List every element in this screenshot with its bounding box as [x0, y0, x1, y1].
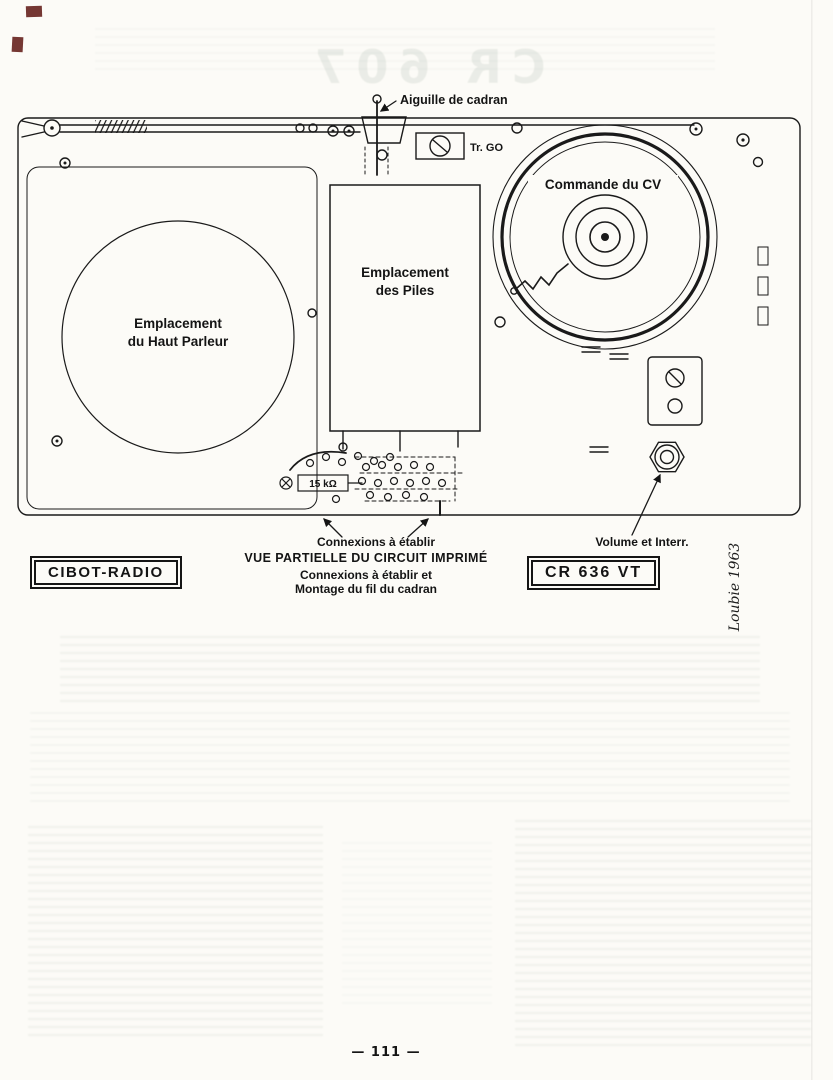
speaker-label-line2: du Haut Parleur — [128, 334, 229, 349]
bleedthrough-paragraph — [515, 820, 811, 1046]
chassis-holes — [51, 122, 769, 452]
volume-switch-nut — [649, 441, 685, 473]
caption-subtitle-1: Connexions à établir et — [299, 568, 433, 582]
printed-circuit-diagram: Commande du CV Emplacement du Haut Parle… — [17, 93, 801, 549]
cv-label-backing — [528, 175, 678, 193]
cross-terminal — [279, 476, 293, 490]
chassis-outline — [17, 117, 801, 516]
tr-go-label: Tr. GO — [470, 142, 503, 154]
figure-area: Commande du CV Emplacement du Haut Parle… — [10, 85, 805, 555]
dashed-wires — [354, 456, 466, 502]
page-edge-line — [811, 0, 813, 1080]
illustrator-signature: Loubie 1963 — [727, 542, 743, 632]
caption-subtitle-2: Montage du fil du cadran — [294, 582, 437, 596]
terminal-cluster — [279, 450, 466, 516]
battery-label-line1: Emplacement — [361, 265, 449, 280]
tr-go-trimmer — [415, 132, 465, 160]
volume-label: Volume et Interr. — [595, 535, 688, 549]
page-number: — 111 — — [351, 1045, 421, 1060]
bleedthrough-block — [30, 712, 790, 804]
bleedthrough-paragraph — [342, 842, 492, 1010]
speaker-label-line1: Emplacement — [134, 316, 222, 331]
dial-needle-assembly — [21, 94, 695, 178]
leader-arrows — [323, 100, 661, 538]
brand-box: CIBOT-RADIO — [30, 556, 182, 589]
connections-label: Connexions à établir — [317, 535, 435, 549]
model-box: CR 636 VT — [527, 556, 661, 590]
ink-mark — [11, 36, 24, 53]
battery-label-line2: des Piles — [376, 283, 435, 298]
needle-arrow — [379, 100, 397, 112]
brand-label: CIBOT-RADIO — [34, 560, 178, 585]
bleedthrough-block — [60, 636, 760, 702]
ink-mark — [25, 5, 43, 18]
volume-arrow — [631, 473, 661, 536]
figure-caption: VUE PARTIELLE DU CIRCUIT IMPRIMÉ Connexi… — [222, 551, 510, 596]
battery-area — [329, 184, 481, 452]
cord-hook — [510, 287, 518, 295]
needle-label: Aiguille de cadran — [400, 93, 508, 107]
trimmer-block — [581, 346, 703, 453]
bleedthrough-paragraph — [28, 826, 323, 1040]
tension-spring — [516, 263, 569, 291]
resistor-label: 15 kΩ — [309, 479, 336, 490]
cv-label: Commande du CV — [545, 177, 661, 192]
cv-dial-drum — [492, 122, 718, 350]
speaker-circle — [61, 220, 295, 454]
model-label: CR 636 VT — [531, 560, 657, 586]
connections-arrow-right — [407, 518, 429, 538]
caption-title: VUE PARTIELLE DU CIRCUIT IMPRIMÉ — [244, 551, 488, 565]
terminal-dots — [305, 451, 447, 504]
connections-arrow-left — [323, 518, 343, 538]
